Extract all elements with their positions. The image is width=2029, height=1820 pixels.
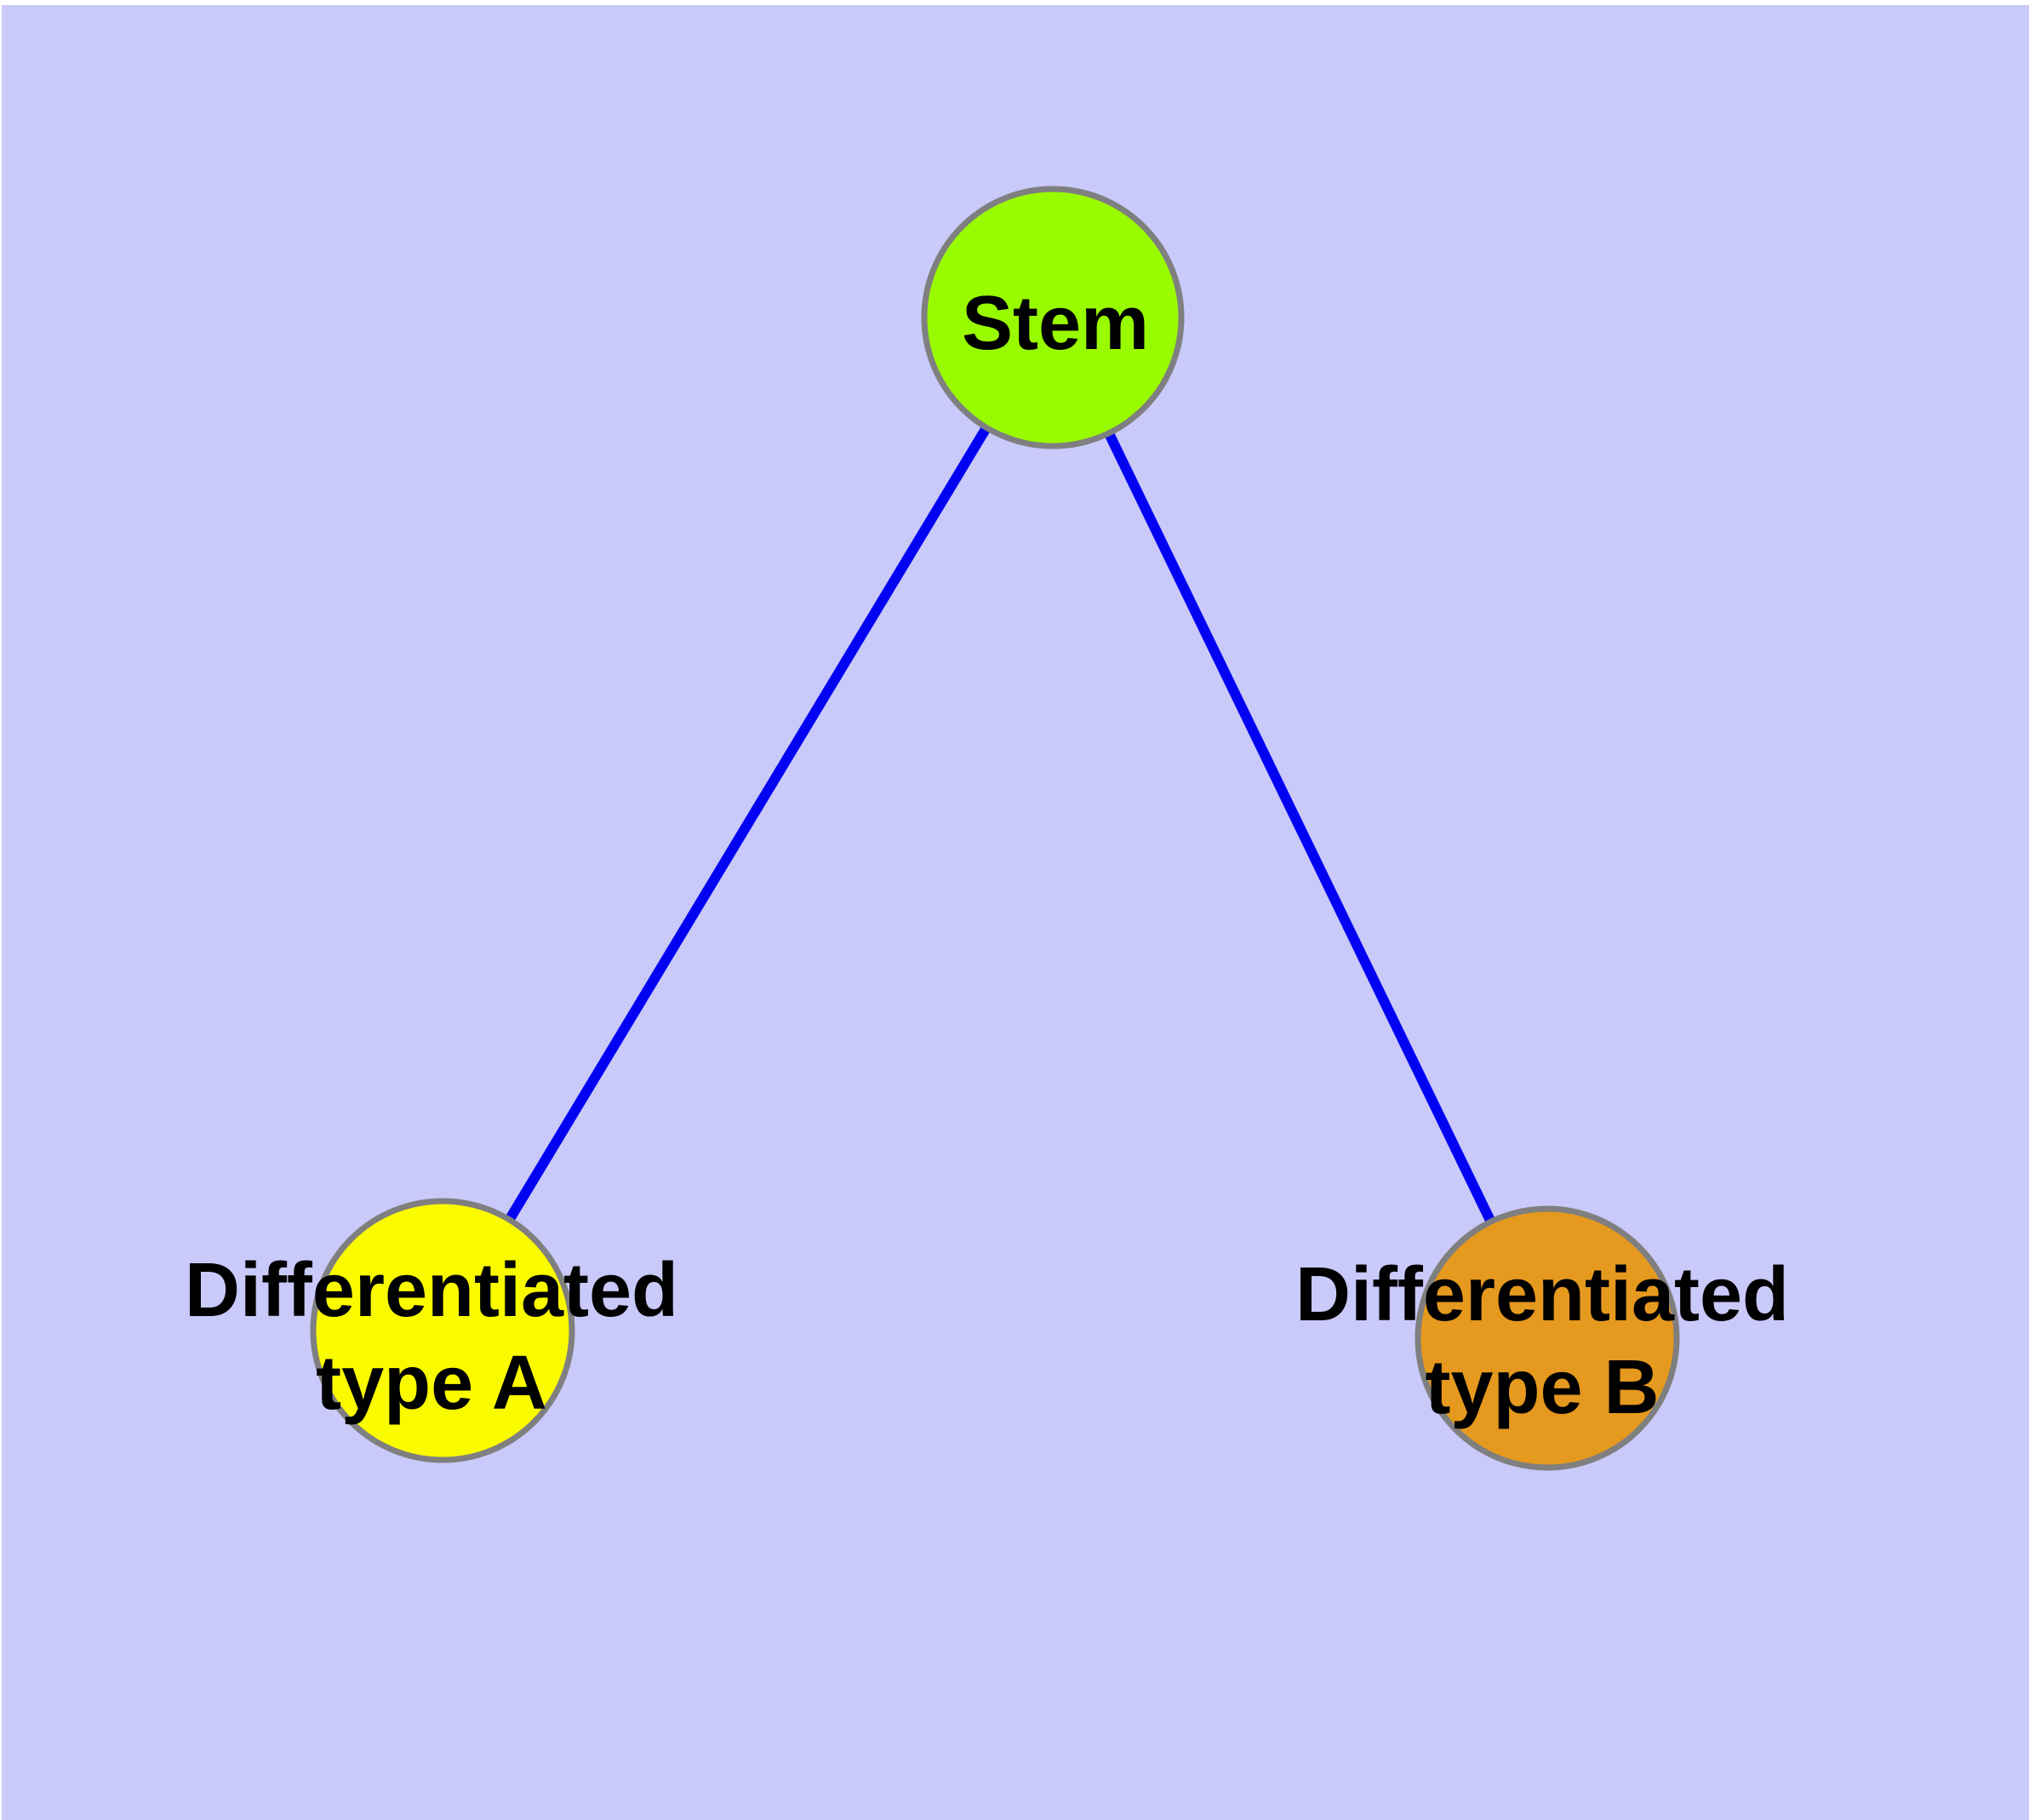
edge-stem-to-type-b: [1048, 315, 1552, 1341]
node-type-a-label-line2: type A: [316, 1341, 547, 1426]
node-differentiated-type-a: Differentiated type A: [185, 1198, 678, 1463]
node-type-a-label-line1: Differentiated: [185, 1248, 678, 1333]
node-stem-label: Stem: [962, 281, 1149, 366]
node-type-b-label-line1: Differentiated: [1295, 1252, 1789, 1337]
node-differentiated-type-b: Differentiated type B: [1295, 1205, 1789, 1471]
node-stem: Stem: [921, 186, 1185, 449]
node-type-b-label-line2: type B: [1425, 1345, 1659, 1430]
node-type-a-circle: [310, 1198, 575, 1463]
edge-stem-to-type-a: [437, 314, 1058, 1334]
node-stem-circle: [921, 186, 1185, 449]
node-type-b-circle: [1415, 1205, 1680, 1471]
